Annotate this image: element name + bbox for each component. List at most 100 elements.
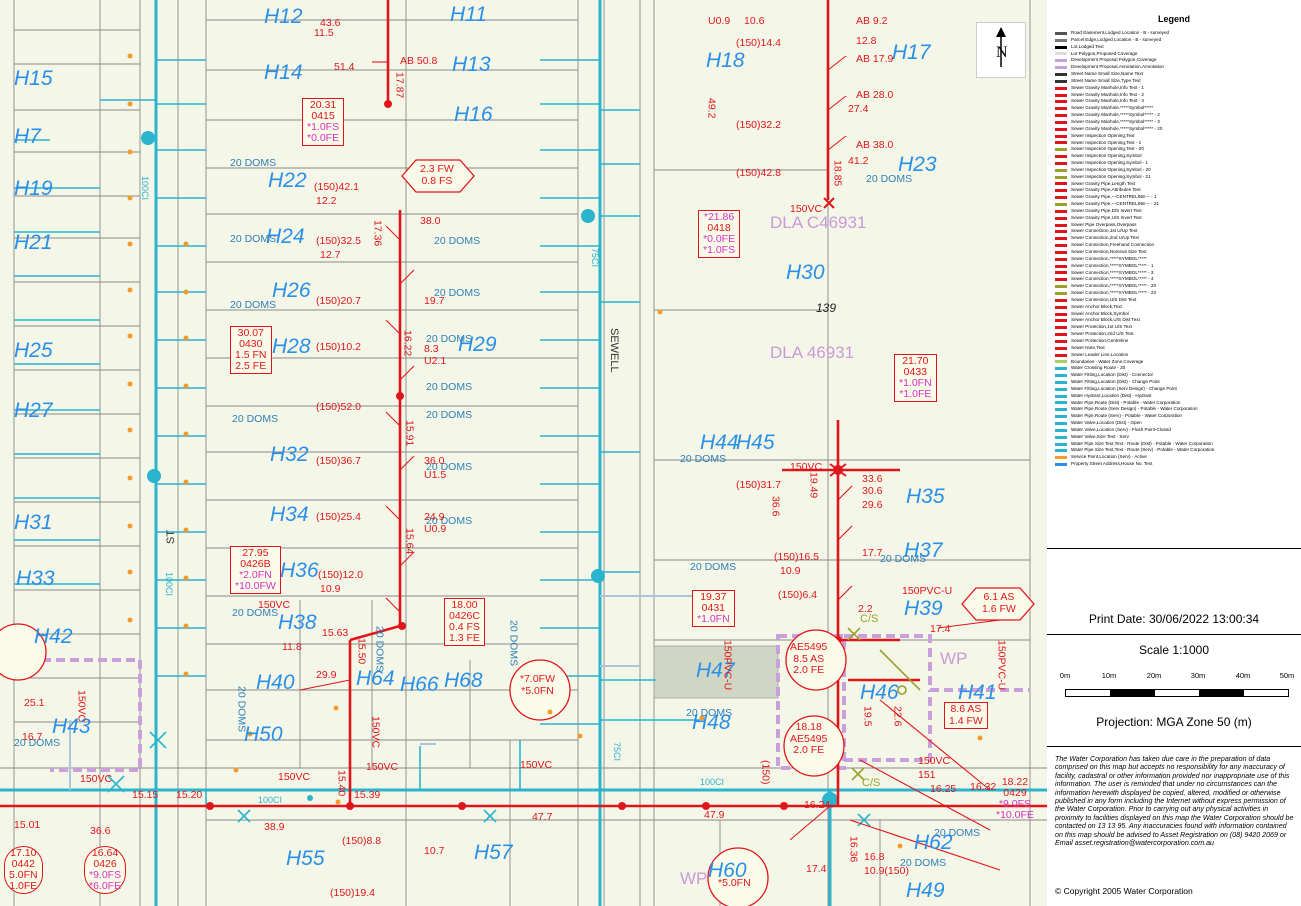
manhole-code: 0426C [449,610,480,623]
legend-label: Sewer Protection,2nd U/S Text [1071,331,1134,337]
house-number[interactable]: H66 [400,673,439,696]
disclaimer-text: The Water Corporation has taken due care… [1055,755,1294,848]
sewer-value: 17.36 [371,220,384,247]
house-number[interactable]: H16 [454,103,493,126]
legend-swatch [1055,66,1067,70]
manhole-info-box[interactable]: *21.86 0418 *0.0FE *1.0FS [698,210,741,259]
legend-entry: Sewer Inspection Opening,Text - 20 [1055,146,1301,153]
manhole-info-box[interactable]: 18.00 0426C 0.4 FS 1.3 FE [444,598,485,647]
house-number[interactable]: H13 [452,53,491,76]
house-number[interactable]: H64 [356,667,395,690]
house-number[interactable]: H32 [270,443,309,466]
house-number[interactable]: H47 [696,659,735,682]
anchor-line: 0.8 FS [421,174,453,187]
house-number[interactable]: H25 [14,339,53,362]
house-number[interactable]: H29 [458,333,497,356]
house-number[interactable]: H7 [14,125,41,148]
legend-swatch [1055,291,1067,295]
water-pipe-size: 75CI [590,248,600,268]
house-number[interactable]: H50 [244,723,283,746]
sewer-pipe-label: 150PVC-U [721,640,734,691]
manhole-info-box[interactable]: 30.07 0430 1.5 FN 2.5 FE [230,326,272,375]
manhole-info-box[interactable]: 17.10 0442 5.0FN 1.0FE [4,846,43,895]
manhole-info-box[interactable]: 19.37 0431 *1.0FN [692,590,735,628]
house-number[interactable]: H62 [914,831,953,854]
house-number[interactable]: H27 [14,399,53,422]
manhole-info-box[interactable]: 16.64 0426 *9.0FS *6.0FE [84,846,127,895]
house-number[interactable]: H49 [906,879,945,902]
legend-title: Legend [1157,14,1190,24]
house-number[interactable]: H24 [266,225,305,248]
house-number[interactable]: H68 [444,669,483,692]
house-number[interactable]: H26 [272,279,311,302]
dla-label: DLA 46931 [770,343,855,362]
map-canvas[interactable]: N H12 H11 H15 H14 H13 H7 H18 H16 H17 H19… [0,0,1048,906]
house-number[interactable]: H19 [14,177,53,200]
legend-entry: Sewer Connection,Nominal Size Text [1055,249,1301,256]
sewer-mains [0,0,1047,808]
legend-entry: Service Point,Location (Serv) - Active [1055,454,1301,461]
manhole-info-box[interactable]: 20.31 0415 *1.0FS *0.0FE [302,98,345,147]
house-number[interactable]: H15 [14,67,53,90]
house-number[interactable]: H35 [906,485,945,508]
doms-label: 20 DOMS [880,553,927,565]
house-number[interactable]: H57 [474,841,513,864]
house-number[interactable]: H46 [860,681,899,704]
house-number[interactable]: H28 [272,335,311,358]
manhole-info-box[interactable]: 27.95 0426B *2.0FN *10.0FW [230,546,281,595]
house-number[interactable]: H38 [278,611,317,634]
legend-swatch [1055,422,1067,426]
anchor-block-box[interactable]: 8.6 AS 1.4 FW [944,702,988,730]
house-number[interactable]: H43 [52,715,91,738]
manhole-code: 0415 [311,110,335,123]
legend-entry: Sewer Inspection Opening,Symbol - 20 [1055,167,1301,174]
house-number[interactable]: H44 [700,431,739,454]
sewer-value: 19.49 [807,472,820,499]
sewer-value: 49.2 [705,98,718,119]
sewer-value: (150)25.4 [316,511,361,523]
legend-swatch [1055,319,1067,323]
copyright-text: © Copyright 2005 Water Corporation [1055,886,1193,896]
legend-swatch [1055,230,1067,234]
manhole-note: *1.0FS [307,121,340,134]
house-number[interactable]: H14 [264,61,303,84]
house-number[interactable]: H22 [268,169,307,192]
house-number[interactable]: H55 [286,847,325,870]
house-number[interactable]: H34 [270,503,309,526]
house-number[interactable]: H42 [34,625,73,648]
house-number[interactable]: H41 [958,681,997,704]
house-number[interactable]: H12 [264,5,303,28]
connection-label: C/S [860,613,879,625]
manhole-note: 5.0FN [9,869,38,882]
house-number[interactable]: H60 [708,859,747,882]
water-valves [107,731,871,827]
house-number[interactable]: H31 [14,511,53,534]
house-number[interactable]: H21 [14,231,53,254]
house-number[interactable]: H18 [706,49,745,72]
legend-entry: Sewer Pipe Overpass,Overpass [1055,222,1301,229]
house-number[interactable]: H17 [892,41,931,64]
manhole-info-box[interactable]: 18.22 0429 *9.0FS *10.0FE [992,776,1038,822]
house-number[interactable]: H37 [904,539,943,562]
legend-label: Sewer Gravity Pipe,D/S Invert Text [1071,207,1142,213]
house-number[interactable]: H23 [898,153,937,176]
sewer-value: 11.8 [282,641,302,653]
house-number[interactable]: H48 [692,711,731,734]
sewer-value: 15.15 [132,789,159,801]
house-number[interactable]: H36 [280,559,319,582]
house-number[interactable]: H40 [256,671,295,694]
legend-entry: Sewer Connection,*****SYMBOL***** - 20 [1055,283,1301,290]
house-number[interactable]: H30 [786,261,825,284]
house-number[interactable]: H33 [16,567,55,590]
legend-entry: Sewer Connection,U/S Dist Text [1055,297,1301,304]
manhole-note: *10.0FW [235,580,276,593]
house-number[interactable]: H11 [450,3,487,26]
sewer-info-hexagons [401,159,1035,621]
house-number[interactable]: H39 [904,597,943,620]
legend-label: Sewer Connection,*****SYMBOL***** - 20 [1071,283,1157,289]
house-number[interactable]: H45 [736,431,775,454]
manhole-info-box[interactable]: 21.70 0433 *1.0FN *1.0FE [894,354,937,403]
wp-label: WP [680,869,708,888]
manhole-note: *9.0FS [89,869,122,882]
legend-label: Water Pipe,Route (Dist) - Potable - Wate… [1071,399,1181,405]
